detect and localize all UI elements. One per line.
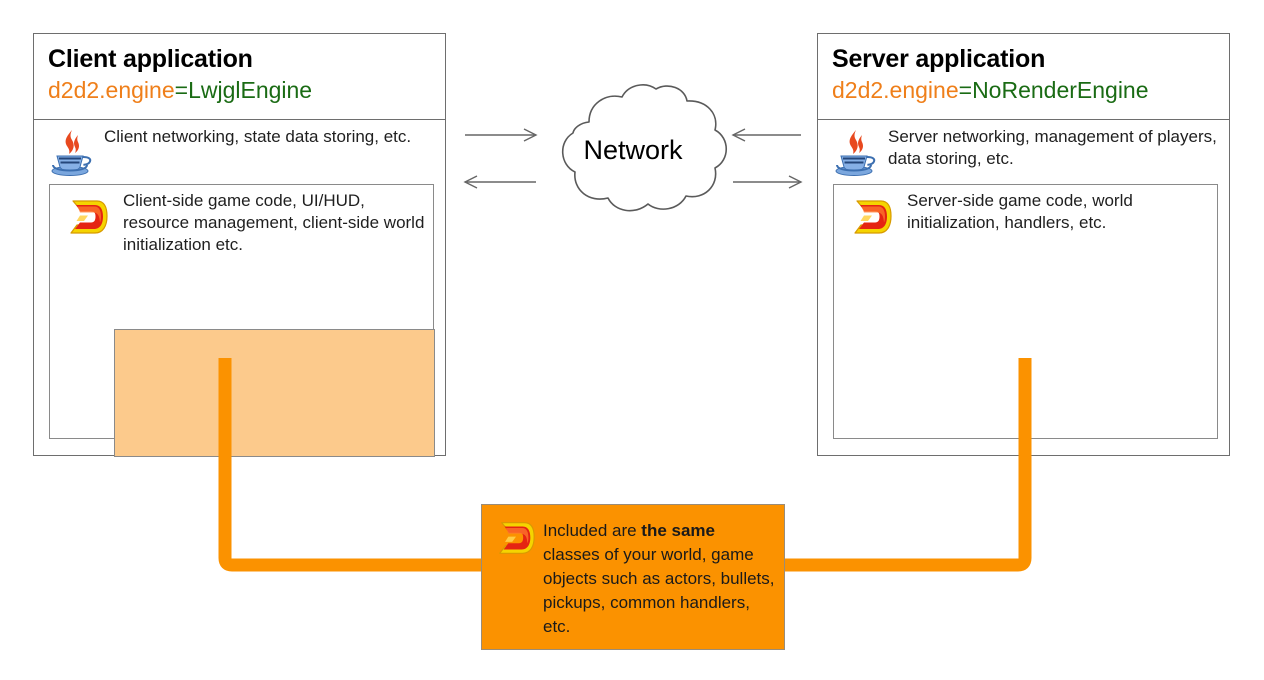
callout-text-after: classes of your world, game objects such… <box>543 545 775 636</box>
server-java-layer-text: Server networking, management of players… <box>888 127 1217 168</box>
server-java-layer: Server networking, management of players… <box>818 120 1229 184</box>
server-panel-header: Server application d2d2.engine=NoRenderE… <box>818 34 1229 120</box>
client-panel-title: Client application <box>48 45 253 73</box>
network-cloud: Network <box>527 76 739 231</box>
arrow-client-to-network <box>465 128 538 142</box>
d2d2-icon <box>495 518 537 558</box>
client-java-layer-text: Client networking, state data storing, e… <box>104 127 412 146</box>
server-game-code-box: Server-side game code, world initializat… <box>833 184 1218 439</box>
client-java-layer: Client networking, state data storing, e… <box>34 120 445 184</box>
client-panel-header: Client application d2d2.engine=LwjglEngi… <box>34 34 445 120</box>
server-application-panel: Server application d2d2.engine=NoRenderE… <box>817 33 1230 456</box>
callout-text-before: Included are <box>543 521 642 540</box>
callout-text-emphasis: the same <box>641 521 715 540</box>
client-property-key: d2d2.engine <box>48 77 175 103</box>
client-property-equals: = <box>174 77 189 103</box>
server-property-key: d2d2.engine <box>832 77 959 103</box>
java-icon <box>832 127 878 177</box>
arrow-network-to-client <box>463 175 536 189</box>
shared-classes-callout: Included are the same classes of your wo… <box>481 504 785 650</box>
arrow-network-to-server <box>733 175 803 189</box>
client-game-code-text: Client-side game code, UI/HUD, resource … <box>123 191 425 254</box>
server-property-equals: = <box>958 77 973 103</box>
client-shared-code-block <box>114 329 435 457</box>
cloud-shape <box>561 84 728 212</box>
client-application-panel: Client application d2d2.engine=LwjglEngi… <box>33 33 446 457</box>
client-property-value: LwjglEngine <box>188 77 313 103</box>
client-engine-property: d2d2.engine=LwjglEngine <box>48 75 431 105</box>
server-property-value: NoRenderEngine <box>972 77 1149 103</box>
d2d2-icon <box>66 197 110 237</box>
server-panel-title: Server application <box>832 45 1046 73</box>
java-icon <box>48 127 94 177</box>
server-game-code-text: Server-side game code, world initializat… <box>907 191 1133 232</box>
server-engine-property: d2d2.engine=NoRenderEngine <box>832 75 1215 105</box>
d2d2-icon <box>850 197 894 237</box>
arrow-server-to-network <box>731 128 801 142</box>
callout-text: Included are the same classes of your wo… <box>543 519 776 639</box>
network-label: Network <box>583 135 683 165</box>
